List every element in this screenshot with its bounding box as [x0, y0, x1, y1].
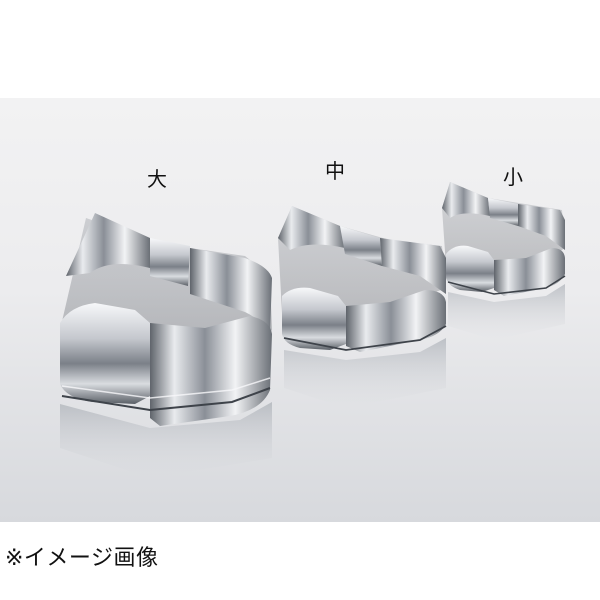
size-label-large: 大	[147, 167, 167, 191]
image-caption: ※イメージ画像	[5, 546, 159, 571]
large-cutter	[60, 213, 272, 478]
cookie-cutters-illustration	[60, 182, 566, 478]
size-label-medium: 中	[325, 159, 345, 183]
product-photo: 大 中 小	[0, 98, 600, 522]
small-cutter	[442, 182, 566, 340]
size-label-small: 小	[503, 165, 523, 189]
medium-cutter	[278, 206, 447, 408]
